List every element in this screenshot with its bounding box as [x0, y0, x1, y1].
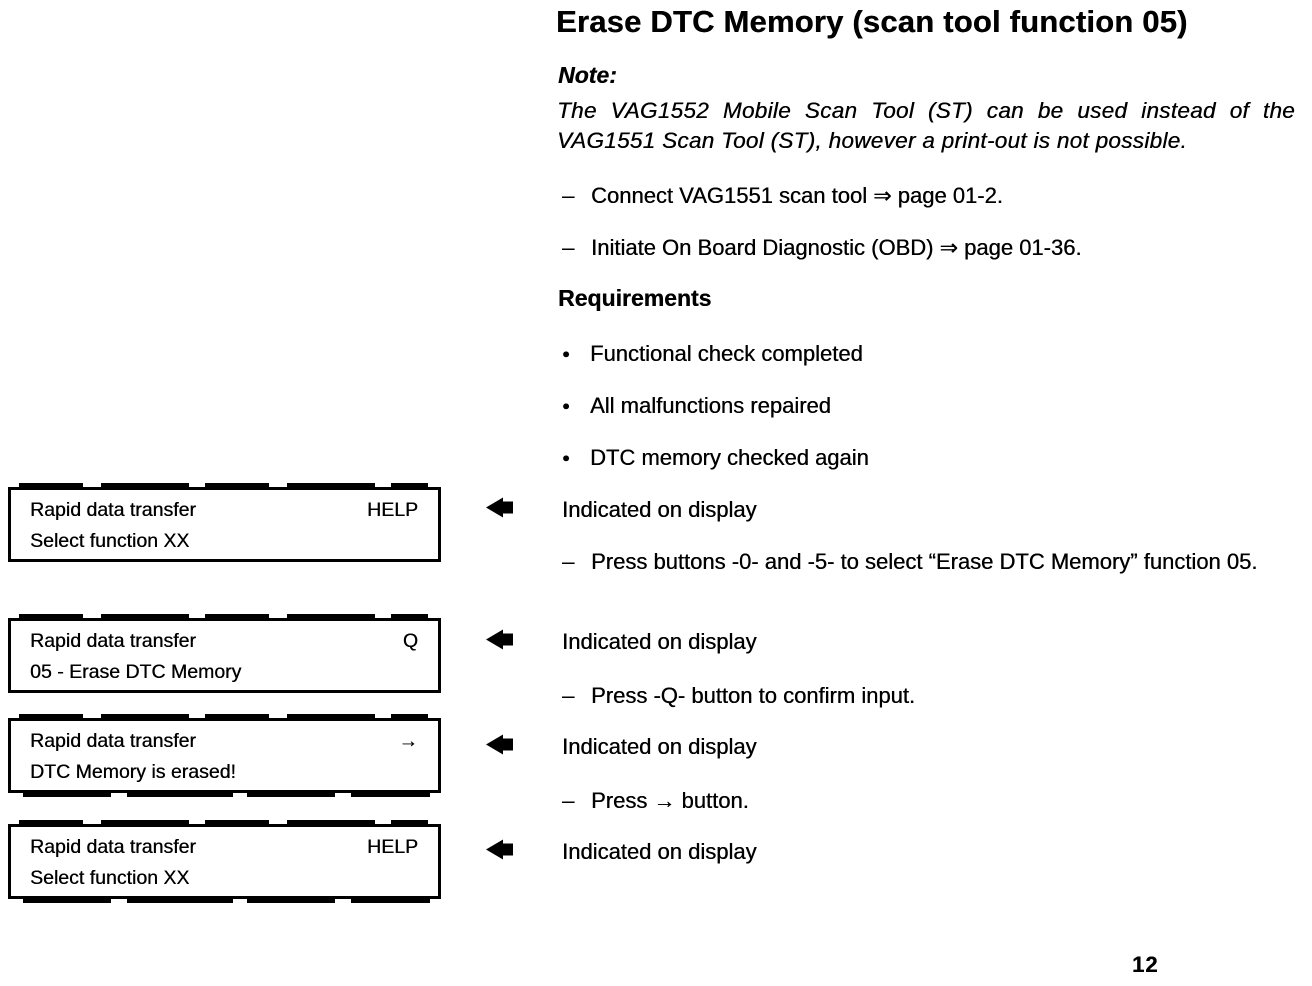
display-caption: Indicated on display — [562, 734, 757, 759]
intro-step-initiate-obd: – Initiate On Board Diagnostic (OBD) ⇒ p… — [562, 234, 1081, 262]
dash-marker: – — [562, 183, 575, 208]
procedure-step: – Press → button. — [562, 786, 1304, 816]
display-line1: Rapid data transfer — [30, 630, 196, 652]
scan-tool-display-4: Rapid data transfer HELP Select function… — [8, 820, 441, 903]
note-text: The VAG1552 Mobile Scan Tool (ST) can be… — [557, 98, 1295, 153]
display-function-key: HELP — [367, 499, 418, 521]
display-line2: 05 - Erase DTC Memory — [30, 661, 242, 683]
pointer-left-icon — [486, 497, 516, 518]
bullet-icon: ● — [562, 346, 570, 361]
pointer-left-icon — [486, 839, 516, 860]
display-function-key: Q — [402, 630, 418, 652]
display-function-key: HELP — [367, 836, 418, 858]
procedure-step-text: Press buttons -0- and -5- to select “Era… — [591, 549, 1258, 574]
pointer-left-icon — [486, 734, 516, 755]
page-number: 12 — [1132, 952, 1159, 977]
procedure-step-text: Press → button. — [591, 788, 749, 813]
pointer-left-icon — [486, 629, 516, 650]
intro-step-text: Connect VAG1551 scan tool ⇒ page 01-2. — [591, 183, 1003, 208]
bullet-icon: ● — [562, 398, 570, 413]
requirement-text: DTC memory checked again — [590, 445, 869, 470]
dash-marker: – — [562, 788, 575, 813]
display-caption: Indicated on display — [562, 497, 757, 522]
requirement-item: ● DTC memory checked again — [562, 444, 869, 471]
display-caption: Indicated on display — [562, 839, 757, 864]
dash-marker: – — [562, 235, 575, 260]
display-caption: Indicated on display — [562, 629, 757, 654]
dash-marker: – — [562, 549, 575, 574]
bullet-icon: ● — [562, 450, 570, 465]
procedure-step: – Press buttons -0- and -5- to select “E… — [562, 547, 1304, 577]
intro-step-connect: – Connect VAG1551 scan tool ⇒ page 01-2. — [562, 182, 1003, 210]
requirement-text: All malfunctions repaired — [590, 393, 831, 418]
display-line2: DTC Memory is erased! — [30, 761, 236, 783]
procedure-step-text: Press -Q- button to confirm input. — [591, 683, 916, 708]
scan-tool-display-3: Rapid data transfer → DTC Memory is eras… — [8, 714, 441, 797]
requirement-item: ● All malfunctions repaired — [562, 392, 831, 419]
scan-tool-display-1: Rapid data transfer HELP Select function… — [8, 483, 441, 562]
display-line2: Select function XX — [30, 530, 190, 552]
display-line2: Select function XX — [30, 867, 190, 889]
procedure-step: – Press -Q- button to confirm input. — [562, 681, 1304, 711]
page-title: Erase DTC Memory (scan tool function 05) — [556, 4, 1188, 39]
display-line1: Rapid data transfer — [30, 499, 196, 521]
dash-marker: – — [562, 683, 575, 708]
display-function-key: → — [398, 730, 419, 752]
requirements-heading: Requirements — [558, 285, 712, 311]
requirement-text: Functional check completed — [590, 341, 863, 366]
intro-step-text: Initiate On Board Diagnostic (OBD) ⇒ pag… — [591, 235, 1082, 260]
display-line1: Rapid data transfer — [30, 836, 196, 858]
scan-tool-display-2: Rapid data transfer Q 05 - Erase DTC Mem… — [8, 614, 441, 693]
note-label: Note: — [558, 62, 617, 88]
display-line1: Rapid data transfer — [30, 730, 196, 752]
requirement-item: ● Functional check completed — [562, 340, 863, 367]
